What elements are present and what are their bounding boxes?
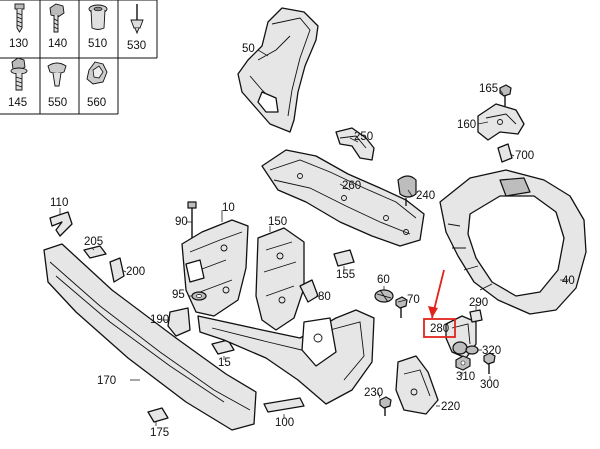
- part-165-bolt: [499, 84, 512, 106]
- hex-bolt-icon: [49, 3, 65, 33]
- legend-label-560: 560: [87, 97, 106, 109]
- legend-label-140: 140: [48, 38, 67, 50]
- leader-lines: [59, 49, 570, 426]
- pin-clip-icon: [130, 4, 144, 35]
- callout-10: 10: [222, 202, 235, 214]
- callout-200: 200: [126, 266, 145, 278]
- part-50-support-bracket: [237, 7, 319, 133]
- callout-160: 160: [457, 119, 476, 131]
- part-175-clip: [147, 407, 169, 423]
- flange-bolt-icon: [10, 57, 28, 91]
- part-155-clip: [333, 249, 355, 267]
- callout-40: 40: [562, 275, 575, 287]
- callout-310: 310: [456, 371, 475, 383]
- callout-280: 280: [430, 323, 449, 335]
- callout-155: 155: [336, 269, 355, 281]
- part-310-nut: [455, 355, 471, 371]
- legend-label-145: 145: [8, 97, 27, 109]
- callout-700: 700: [515, 150, 534, 162]
- part-100-trim-strip: [263, 397, 305, 413]
- part-40-side-frame: [439, 169, 587, 315]
- callout-labels: 130 140 510 530 145 550 560 50 165 160 2…: [8, 38, 575, 439]
- part-240-rubber-stop: [397, 175, 417, 206]
- callout-90: 90: [175, 216, 188, 228]
- spring-clip-icon: [86, 61, 108, 85]
- highlight-280: [423, 269, 456, 338]
- part-95-washer: [191, 291, 207, 301]
- part-260-upper-cross-member: [261, 149, 425, 247]
- callout-95: 95: [172, 289, 185, 301]
- part-700-clip: [497, 143, 513, 163]
- screw-icon: [14, 3, 25, 33]
- callout-240: 240: [416, 190, 435, 202]
- legend-label-530: 530: [127, 40, 146, 52]
- part-200-bracket: [109, 257, 125, 283]
- callout-220: 220: [441, 401, 460, 413]
- callout-70: 70: [407, 294, 420, 306]
- rivet-nut-icon: [88, 4, 108, 30]
- part-230-bolt: [379, 396, 392, 416]
- legend-label-130: 130: [9, 38, 28, 50]
- callout-230: 230: [364, 387, 383, 399]
- callout-260: 260: [342, 180, 361, 192]
- callout-190: 190: [150, 314, 169, 326]
- part-lower-crossmember: [197, 309, 375, 405]
- callout-80: 80: [318, 291, 331, 303]
- callout-300: 300: [480, 379, 499, 391]
- part-220-lower-bracket: [395, 355, 439, 415]
- callout-290: 290: [469, 297, 488, 309]
- part-250-bracket: [335, 127, 375, 161]
- push-clip-icon: [47, 62, 67, 87]
- legend-label-510: 510: [88, 38, 107, 50]
- callout-205: 205: [84, 236, 103, 248]
- legend-label-550: 550: [48, 97, 67, 109]
- callout-170: 170: [97, 375, 116, 387]
- part-290-clip: [469, 309, 483, 323]
- part-150-lower-carrier-center: [255, 227, 305, 331]
- part-170-bumper-beam: [43, 243, 257, 431]
- callout-110: 110: [50, 197, 68, 209]
- part-70-bolt: [395, 296, 408, 318]
- callout-165: 165: [479, 83, 498, 95]
- part-60-grommet: [374, 289, 394, 303]
- callout-175: 175: [150, 427, 169, 439]
- part-15-clip: [211, 339, 235, 355]
- part-205-clip: [83, 245, 107, 259]
- part-300-bolt: [483, 352, 496, 374]
- fastener-legend-grid: [0, 0, 158, 115]
- callout-50: 50: [242, 43, 255, 55]
- part-320-washer: [465, 345, 479, 355]
- callout-60: 60: [377, 274, 390, 286]
- part-110-bracket: [49, 211, 73, 237]
- part-160-mount-bracket: [477, 103, 525, 141]
- callout-100: 100: [275, 417, 294, 429]
- callout-250: 250: [354, 131, 373, 143]
- callout-150: 150: [268, 216, 287, 228]
- callout-320: 320: [482, 345, 501, 357]
- part-190-bracket: [167, 307, 191, 337]
- callout-15: 15: [218, 357, 231, 369]
